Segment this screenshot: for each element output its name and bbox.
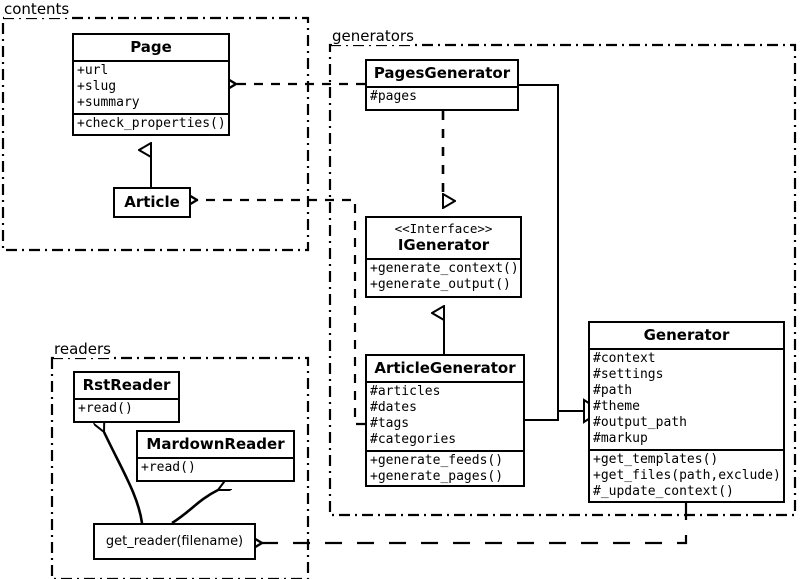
edge-articlegenerator-depends-article [197,200,365,426]
class-page[interactable]: Page +url +slug +summary +check_properti… [72,33,230,136]
edge-generator-depends-getreader [262,503,688,543]
class-articlegenerator-operations: +generate_feeds() +generate_pages() [367,450,523,487]
class-article-title: Article [124,193,180,211]
operation-row: +read() [141,460,196,475]
class-igenerator-name: IGenerator [397,236,490,254]
operation-row: +generate_pages() [370,469,504,484]
class-generator-title: Generator [643,326,730,344]
class-articlegenerator-attributes: #articles #dates #tags #categories [367,381,523,450]
attribute-row: +summary [77,95,140,110]
class-generator-attributes: #context #settings #path #theme #output_… [590,348,783,449]
attribute-row: +slug [77,79,117,94]
class-rstreader-title: RstReader [82,376,171,394]
attribute-row: #markup [593,431,648,446]
operation-row: +generate_feeds() [370,453,504,468]
class-articlegenerator-title: ArticleGenerator [374,359,516,377]
function-box-get-reader[interactable]: get_reader(filename) [93,523,256,560]
class-pagesgenerator-title: PagesGenerator [373,64,511,82]
attribute-row: #pages [370,89,417,104]
attribute-row: +url [77,63,109,78]
operation-row: +generate_output() [370,277,511,292]
class-mardownreader-title: MardownReader [146,435,285,453]
class-page-attributes: +url +slug +summary [74,60,228,113]
package-label-readers: readers [54,340,111,358]
edge-getreader-creates-mardownreader [171,490,218,525]
package-label-contents: contents [4,0,70,18]
attribute-row: #articles [370,384,441,399]
operation-row: #_update_context() [593,484,734,499]
attribute-row: #context [593,351,656,366]
attribute-row: #tags [370,416,410,431]
class-mardownreader[interactable]: MardownReader +read() [136,430,295,482]
class-igenerator-operations: +generate_context() +generate_output() [367,258,520,295]
attribute-row: #theme [593,399,640,414]
class-rstreader[interactable]: RstReader +read() [73,371,180,423]
class-pagesgenerator-attributes: #pages [367,86,517,107]
class-pagesgenerator[interactable]: PagesGenerator #pages [365,59,519,111]
class-page-operations: +check_properties() [74,113,228,134]
attribute-row: #path [593,383,633,398]
class-igenerator-stereotype: <<Interface>> [394,221,493,236]
class-page-title: Page [130,38,172,56]
class-articlegenerator[interactable]: ArticleGenerator #articles #dates #tags … [365,354,525,487]
operation-row: +read() [78,401,133,416]
operation-row: +generate_context() [370,261,519,276]
attribute-row: #output_path [593,415,687,430]
package-label-generators: generators [332,27,414,45]
class-mardownreader-operations: +read() [138,457,293,478]
operation-row: +get_files(path,exclude) [593,468,781,483]
operation-row: +get_templates() [593,452,719,467]
class-article[interactable]: Article [113,187,191,218]
operation-row: +check_properties() [77,116,226,131]
attribute-row: #dates [370,400,417,415]
attribute-row: #settings [593,367,664,382]
attribute-row: #categories [370,432,457,447]
class-igenerator-title: <<Interface>> IGenerator [367,218,520,258]
function-box-get-reader-label: get_reader(filename) [105,534,244,549]
class-generator-operations: +get_templates() +get_files(path,exclude… [590,449,783,502]
class-igenerator[interactable]: <<Interface>> IGenerator +generate_conte… [365,216,522,298]
class-rstreader-operations: +read() [75,398,178,419]
class-generator[interactable]: Generator #context #settings #path #them… [588,321,785,503]
